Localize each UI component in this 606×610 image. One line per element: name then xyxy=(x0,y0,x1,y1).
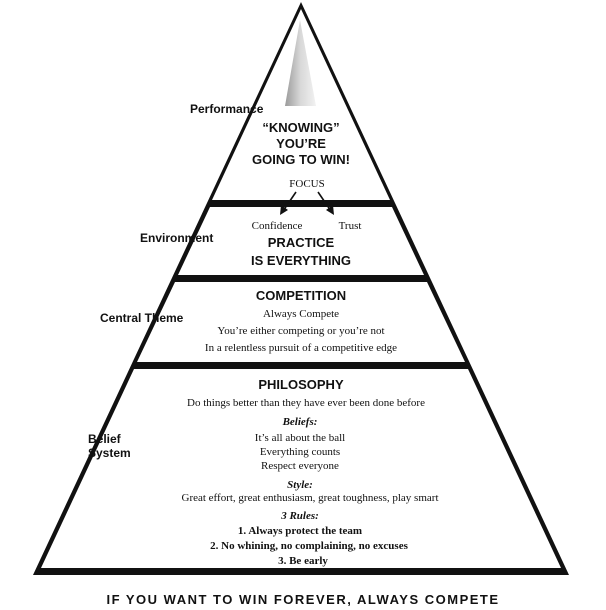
competition-line3: In a relentless pursuit of a competitive… xyxy=(205,342,397,354)
tier-philosophy-shape xyxy=(41,369,561,568)
belief-item: Everything counts xyxy=(260,446,340,458)
rule-item: 2. No whining, no complaining, no excuse… xyxy=(210,540,408,552)
arrow-head-trust xyxy=(326,205,334,215)
trust-label: Trust xyxy=(339,220,362,232)
arrow-head-confidence xyxy=(280,205,288,215)
label-performance: Performance xyxy=(190,102,264,116)
environment-title-line1: PRACTICE xyxy=(268,235,335,250)
style-heading: Style: xyxy=(287,479,313,491)
arrow-to-confidence xyxy=(282,191,297,212)
confidence-label: Confidence xyxy=(252,220,303,232)
top-title-line2: YOU’RE xyxy=(276,136,326,151)
environment-title-line2: IS EVERYTHING xyxy=(251,253,351,268)
tier-competition-shape xyxy=(137,282,465,362)
label-system: System xyxy=(88,446,131,460)
belief-item: It’s all about the ball xyxy=(255,432,345,444)
footer-tagline: IF YOU WANT TO WIN FOREVER, ALWAYS COMPE… xyxy=(106,592,500,607)
belief-item: Respect everyone xyxy=(261,460,339,472)
beliefs-heading: Beliefs: xyxy=(282,416,318,428)
competition-line2: You’re either competing or you’re not xyxy=(217,325,384,337)
label-environment: Environment xyxy=(140,231,213,245)
style-text: Great effort, great enthusiasm, great to… xyxy=(182,492,439,504)
competition-line1: Always Compete xyxy=(263,308,339,320)
competition-title: COMPETITION xyxy=(256,288,346,303)
top-title-line3: GOING TO WIN! xyxy=(252,152,350,167)
rules-heading: 3 Rules: xyxy=(280,510,319,522)
top-title-line1: “KNOWING” xyxy=(262,120,339,135)
philosophy-subtitle: Do things better than they have ever bee… xyxy=(187,397,425,409)
label-belief: Belief xyxy=(88,432,122,446)
label-central-theme: Central Theme xyxy=(100,311,184,325)
rule-item: 3. Be early xyxy=(278,555,328,567)
peak-shading xyxy=(285,20,316,106)
focus-label: FOCUS xyxy=(289,178,324,190)
tier-environment-shape xyxy=(178,207,424,275)
philosophy-title: PHILOSOPHY xyxy=(258,377,344,392)
rule-item: 1. Always protect the team xyxy=(238,525,362,537)
arrow-to-trust xyxy=(317,191,332,212)
